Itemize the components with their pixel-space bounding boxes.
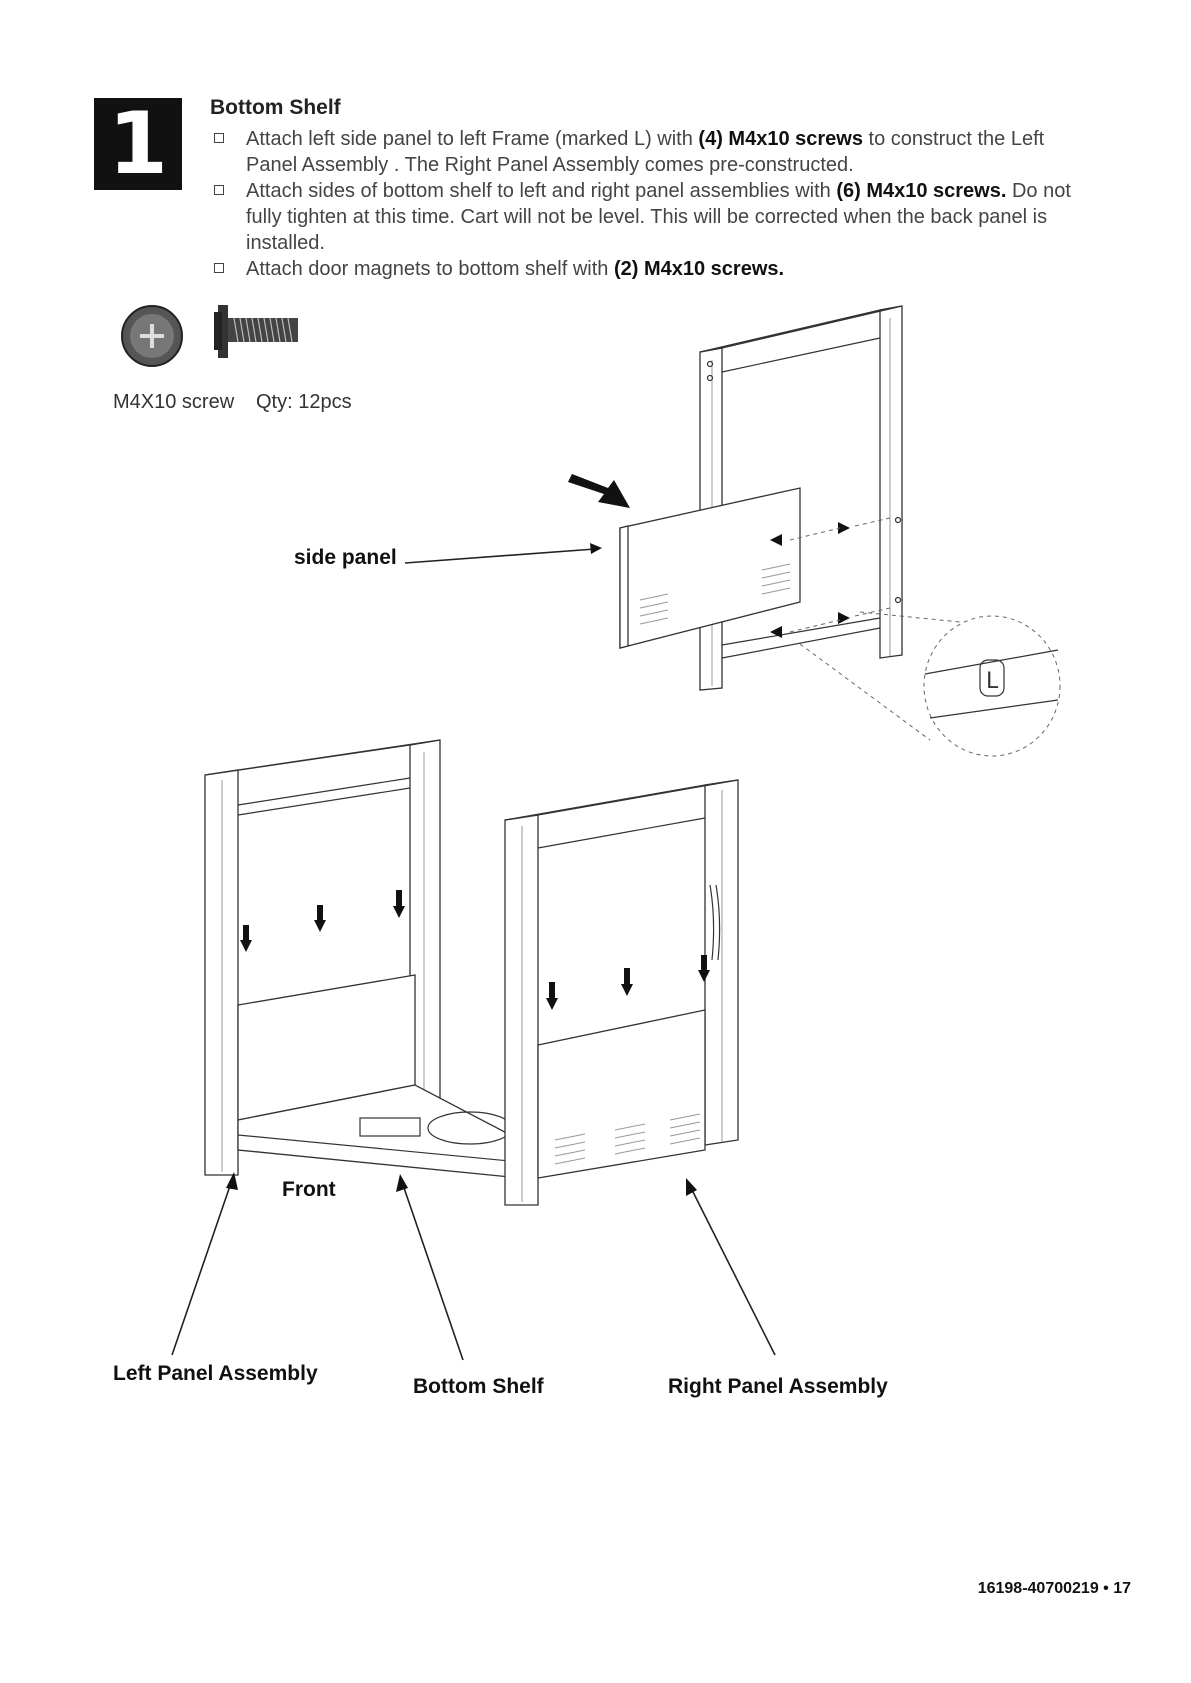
svg-text:L: L bbox=[986, 669, 999, 694]
left-panel-assembly-part bbox=[204, 739, 441, 1176]
side-panel-label: side panel bbox=[294, 546, 397, 569]
side-panel-part bbox=[619, 487, 801, 649]
front-label: Front bbox=[282, 1178, 336, 1201]
direction-arrow-icon bbox=[568, 474, 630, 508]
right-panel-assembly-part bbox=[504, 779, 739, 1206]
instruction-item: Attach left side panel to left Frame (ma… bbox=[212, 126, 1072, 178]
left-frame-exploded bbox=[699, 305, 903, 691]
detail-magnifier: L bbox=[799, 611, 1061, 757]
down-arrow-icon bbox=[240, 890, 710, 1010]
instruction-item: Attach door magnets to bottom shelf with… bbox=[212, 256, 1072, 282]
step-number: 1 bbox=[108, 94, 168, 194]
left-panel-assembly-leader bbox=[171, 1172, 238, 1356]
hardware-qty: Qty: 12pcs bbox=[256, 391, 352, 413]
checkbox-icon bbox=[214, 185, 224, 195]
instruction-item: Attach sides of bottom shelf to left and… bbox=[212, 178, 1072, 256]
screw-icon bbox=[214, 305, 298, 358]
left-panel-assembly-label: Left Panel Assembly bbox=[113, 1362, 318, 1385]
checkbox-icon bbox=[214, 133, 224, 143]
bottom-shelf-leader bbox=[396, 1174, 464, 1361]
bottom-shelf-label: Bottom Shelf bbox=[413, 1375, 544, 1398]
screw-head-icon bbox=[121, 305, 183, 367]
screw-arrow-icon bbox=[770, 522, 850, 638]
checkbox-icon bbox=[214, 263, 224, 273]
instruction-list: Attach left side panel to left Frame (ma… bbox=[212, 126, 1072, 282]
step-title: Bottom Shelf bbox=[210, 96, 341, 119]
right-panel-assembly-leader bbox=[686, 1178, 776, 1356]
right-panel-assembly-label: Right Panel Assembly bbox=[668, 1375, 888, 1398]
hardware-name: M4X10 screw bbox=[113, 391, 235, 413]
side-panel-leader bbox=[404, 543, 602, 564]
page-footer: 16198-40700219 • 17 bbox=[977, 1580, 1131, 1597]
step-number-box: 1 bbox=[94, 98, 182, 190]
